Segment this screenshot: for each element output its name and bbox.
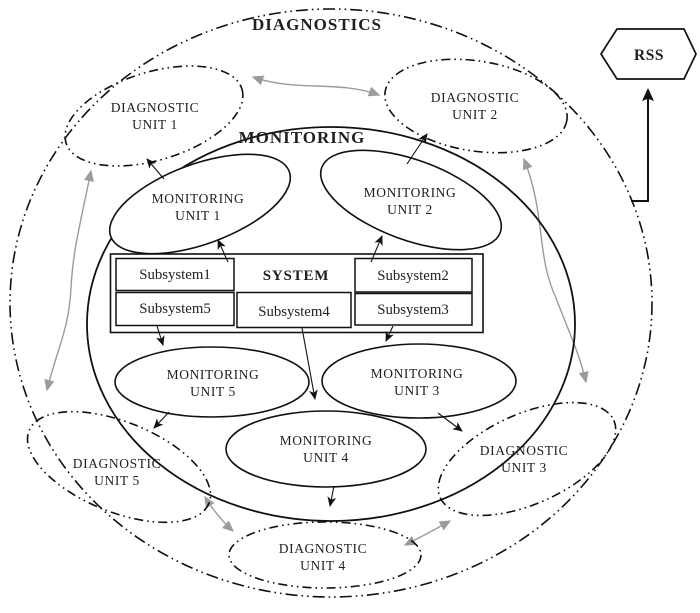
arrow-mu5-to-du5 bbox=[153, 411, 170, 429]
arrow-subsystem2-to-mu2 bbox=[370, 235, 383, 263]
gray-arrow-du5-du1 bbox=[44, 169, 94, 392]
diagnostic-unit-5-label: DIAGNOSTIC bbox=[73, 456, 162, 471]
rss-hexagon bbox=[599, 28, 697, 80]
arrow-subsystem4-to-mu4 bbox=[301, 327, 318, 400]
diagnostic-unit-2-ellipse bbox=[384, 58, 568, 154]
rss-label: RSS bbox=[634, 47, 664, 64]
diagnostic-unit-5: DIAGNOSTIC UNIT 5 bbox=[26, 410, 212, 524]
diagnostic-unit-3-label: DIAGNOSTIC bbox=[480, 443, 569, 458]
subsystem4-label: Subsystem4 bbox=[258, 304, 330, 320]
diagnostic-unit-1-ellipse bbox=[64, 65, 244, 167]
arrow-diagnostics-to-rss bbox=[631, 88, 654, 202]
diagnostic-unit-2-number: UNIT 2 bbox=[452, 107, 498, 122]
subsystem1-label: Subsystem1 bbox=[139, 267, 211, 283]
monitoring-unit-3-label: MONITORING bbox=[371, 366, 464, 381]
diagnostics-boundary-circle bbox=[9, 8, 653, 598]
monitoring-unit-3-ellipse bbox=[321, 343, 517, 419]
monitoring-unit-3-number: UNIT 3 bbox=[394, 383, 440, 398]
diagnostic-unit-2-label: DIAGNOSTIC bbox=[431, 90, 520, 105]
monitoring-unit-1-ellipse bbox=[108, 153, 292, 255]
diagnostic-unit-1-number: UNIT 1 bbox=[132, 117, 178, 132]
monitoring-unit-4: MONITORING UNIT 4 bbox=[225, 410, 427, 488]
diagnostic-unit-1-label: DIAGNOSTIC bbox=[111, 100, 200, 115]
monitoring-boundary-circle bbox=[86, 126, 576, 522]
gray-arrow-du2-du3 bbox=[522, 157, 589, 384]
monitoring-unit-1-number: UNIT 1 bbox=[175, 208, 221, 223]
monitoring-unit-4-ellipse bbox=[225, 410, 427, 488]
monitoring-title: MONITORING bbox=[239, 128, 366, 147]
diagnostic-unit-3-ellipse bbox=[437, 401, 617, 517]
monitoring-unit-5: MONITORING UNIT 5 bbox=[114, 346, 310, 418]
arrow-mu2-to-du2 bbox=[406, 133, 428, 165]
diagnostic-unit-4: DIAGNOSTIC UNIT 4 bbox=[228, 521, 422, 589]
arrow-mu3-to-du3 bbox=[437, 412, 463, 432]
subsystem5-label: Subsystem5 bbox=[139, 301, 211, 317]
monitoring-unit-4-number: UNIT 4 bbox=[303, 450, 349, 465]
monitoring-unit-1-label: MONITORING bbox=[152, 191, 245, 206]
subsystem4-box bbox=[236, 291, 352, 329]
monitoring-unit-3: MONITORING UNIT 3 bbox=[321, 343, 517, 419]
subsystem3-label: Subsystem3 bbox=[377, 302, 449, 318]
diagnostic-unit-5-number: UNIT 5 bbox=[94, 473, 140, 488]
subsystem2-box bbox=[354, 257, 473, 293]
monitoring-unit-2-ellipse bbox=[319, 149, 503, 251]
subsystem1-box bbox=[115, 257, 235, 292]
arrow-subsystem1-to-mu1 bbox=[217, 239, 229, 263]
subsystem2-label: Subsystem2 bbox=[377, 268, 449, 284]
diagnostic-unit-4-number: UNIT 4 bbox=[300, 558, 346, 573]
rss-node: RSS bbox=[599, 28, 697, 80]
subsystem5-box bbox=[115, 291, 235, 327]
diagnostic-unit-4-ellipse bbox=[228, 521, 422, 589]
monitoring-unit-4-label: MONITORING bbox=[280, 433, 373, 448]
arrow-mu4-to-du4 bbox=[327, 485, 337, 507]
gray-arrow-du4-du5 bbox=[204, 495, 235, 532]
monitoring-unit-5-ellipse bbox=[114, 346, 310, 418]
diagnostic-unit-3: DIAGNOSTIC UNIT 3 bbox=[437, 401, 617, 517]
diagnostic-unit-5-ellipse bbox=[26, 410, 212, 524]
system-block: SYSTEM Subsystem1 Subsystem2 Subsystem3 … bbox=[109, 253, 484, 334]
monitoring-unit-5-number: UNIT 5 bbox=[190, 384, 236, 399]
subsystem3-box bbox=[354, 292, 473, 326]
diagnostic-unit-2: DIAGNOSTIC UNIT 2 bbox=[384, 58, 568, 154]
monitoring-unit-1: MONITORING UNIT 1 bbox=[108, 153, 292, 255]
diagnostic-unit-3-number: UNIT 3 bbox=[501, 460, 547, 475]
diagnostics-title: DIAGNOSTICS bbox=[252, 15, 382, 34]
gray-arrow-du3-du4 bbox=[403, 520, 452, 546]
arrow-mu1-to-du1 bbox=[146, 158, 165, 180]
monitoring-unit-2-number: UNIT 2 bbox=[387, 202, 433, 217]
diagnostic-unit-1: DIAGNOSTIC UNIT 1 bbox=[64, 65, 244, 167]
arrow-subsystem3-to-mu3 bbox=[385, 325, 394, 342]
monitoring-unit-2: MONITORING UNIT 2 bbox=[319, 149, 503, 251]
system-label: SYSTEM bbox=[263, 268, 330, 284]
monitoring-unit-2-label: MONITORING bbox=[364, 185, 457, 200]
arrow-subsystem5-to-mu5 bbox=[156, 325, 165, 346]
gray-arrow-du1-du2 bbox=[251, 75, 381, 97]
monitoring-unit-5-label: MONITORING bbox=[167, 367, 260, 382]
diagnostic-unit-4-label: DIAGNOSTIC bbox=[279, 541, 368, 556]
